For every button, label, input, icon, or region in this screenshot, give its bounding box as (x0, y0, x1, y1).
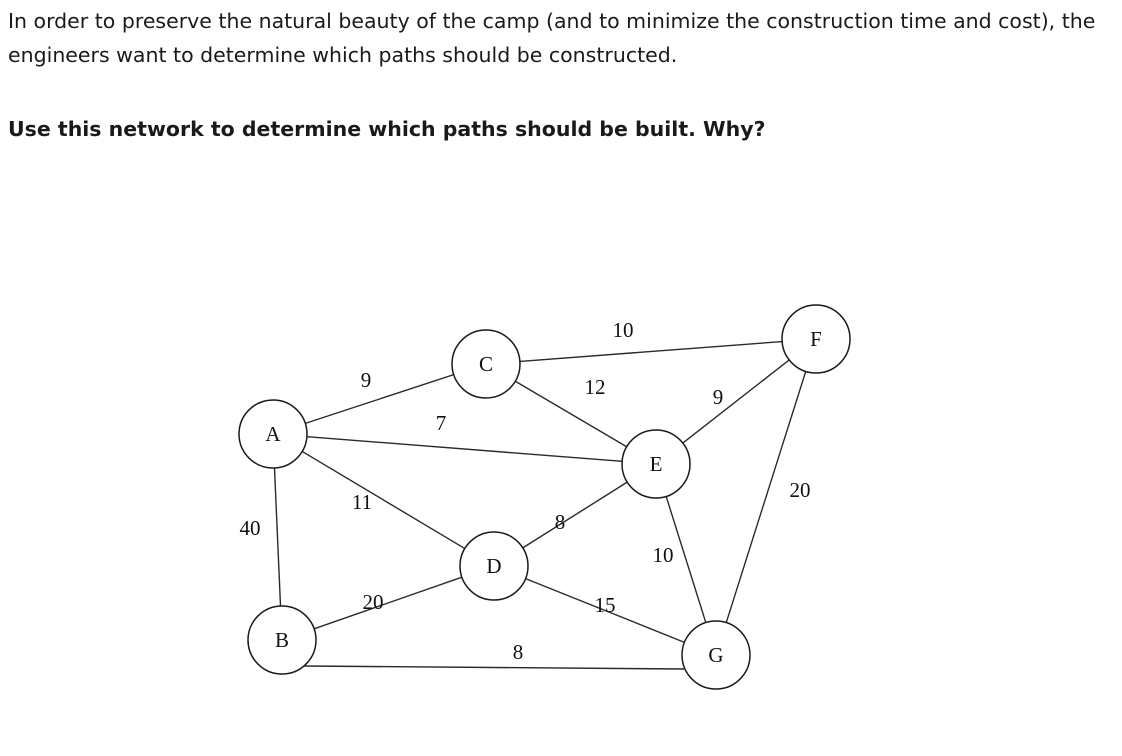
edge-a-d (301, 450, 466, 550)
edge-e-f (682, 359, 790, 444)
edge-e-g (665, 496, 707, 623)
nodes-group: A B C D E F G (238, 304, 851, 690)
edge-weight-c-f: 10 (613, 318, 634, 342)
node-circle-d (459, 531, 529, 601)
node-label-d: D (486, 554, 501, 578)
edge-weight-c-e: 12 (585, 375, 606, 399)
edge-weight-a-d: 11 (352, 490, 372, 514)
node-f: F (781, 304, 851, 374)
node-a: A (238, 399, 308, 469)
node-b: B (247, 605, 317, 675)
edge-b-g (303, 665, 685, 670)
node-circle-a (238, 399, 308, 469)
edges-group (273, 340, 807, 670)
edge-weight-b-d: 20 (363, 590, 384, 614)
edge-b-d (313, 576, 463, 630)
edge-d-g (525, 578, 685, 643)
edge-a-c (305, 373, 454, 425)
node-label-f: F (810, 327, 822, 351)
node-label-b: B (275, 628, 289, 652)
node-circle-g (681, 620, 751, 690)
node-d: D (459, 531, 529, 601)
node-circle-b (247, 605, 317, 675)
edge-weight-e-f: 9 (713, 385, 724, 409)
edge-weight-a-e: 7 (436, 411, 447, 435)
edge-d-e (522, 481, 628, 549)
edge-a-e (306, 435, 623, 463)
edge-a-b (273, 467, 282, 607)
node-g: G (681, 620, 751, 690)
node-e: E (621, 429, 691, 499)
question-heading: Use this network to determine which path… (8, 117, 766, 141)
node-label-e: E (650, 452, 663, 476)
node-circle-e (621, 429, 691, 499)
edge-weight-a-b: 40 (240, 516, 261, 540)
edge-weight-a-c: 9 (361, 368, 372, 392)
edge-weight-b-g: 8 (513, 640, 524, 664)
edge-weight-d-g: 15 (595, 593, 616, 617)
node-label-g: G (708, 643, 723, 667)
edge-weight-d-e: 8 (555, 510, 566, 534)
node-c: C (451, 329, 521, 399)
edge-c-f (519, 340, 783, 363)
edge-c-e (514, 380, 628, 448)
edge-f-g (725, 371, 807, 623)
node-circle-f (781, 304, 851, 374)
edge-weights-group: 9 7 11 40 20 8 10 12 8 15 9 10 20 (240, 318, 811, 664)
node-label-c: C (479, 352, 493, 376)
intro-paragraph: In order to preserve the natural beauty … (8, 9, 1096, 67)
edge-weight-f-g: 20 (790, 478, 811, 502)
node-label-a: A (265, 422, 281, 446)
node-circle-c (451, 329, 521, 399)
edge-weight-e-g: 10 (653, 543, 674, 567)
